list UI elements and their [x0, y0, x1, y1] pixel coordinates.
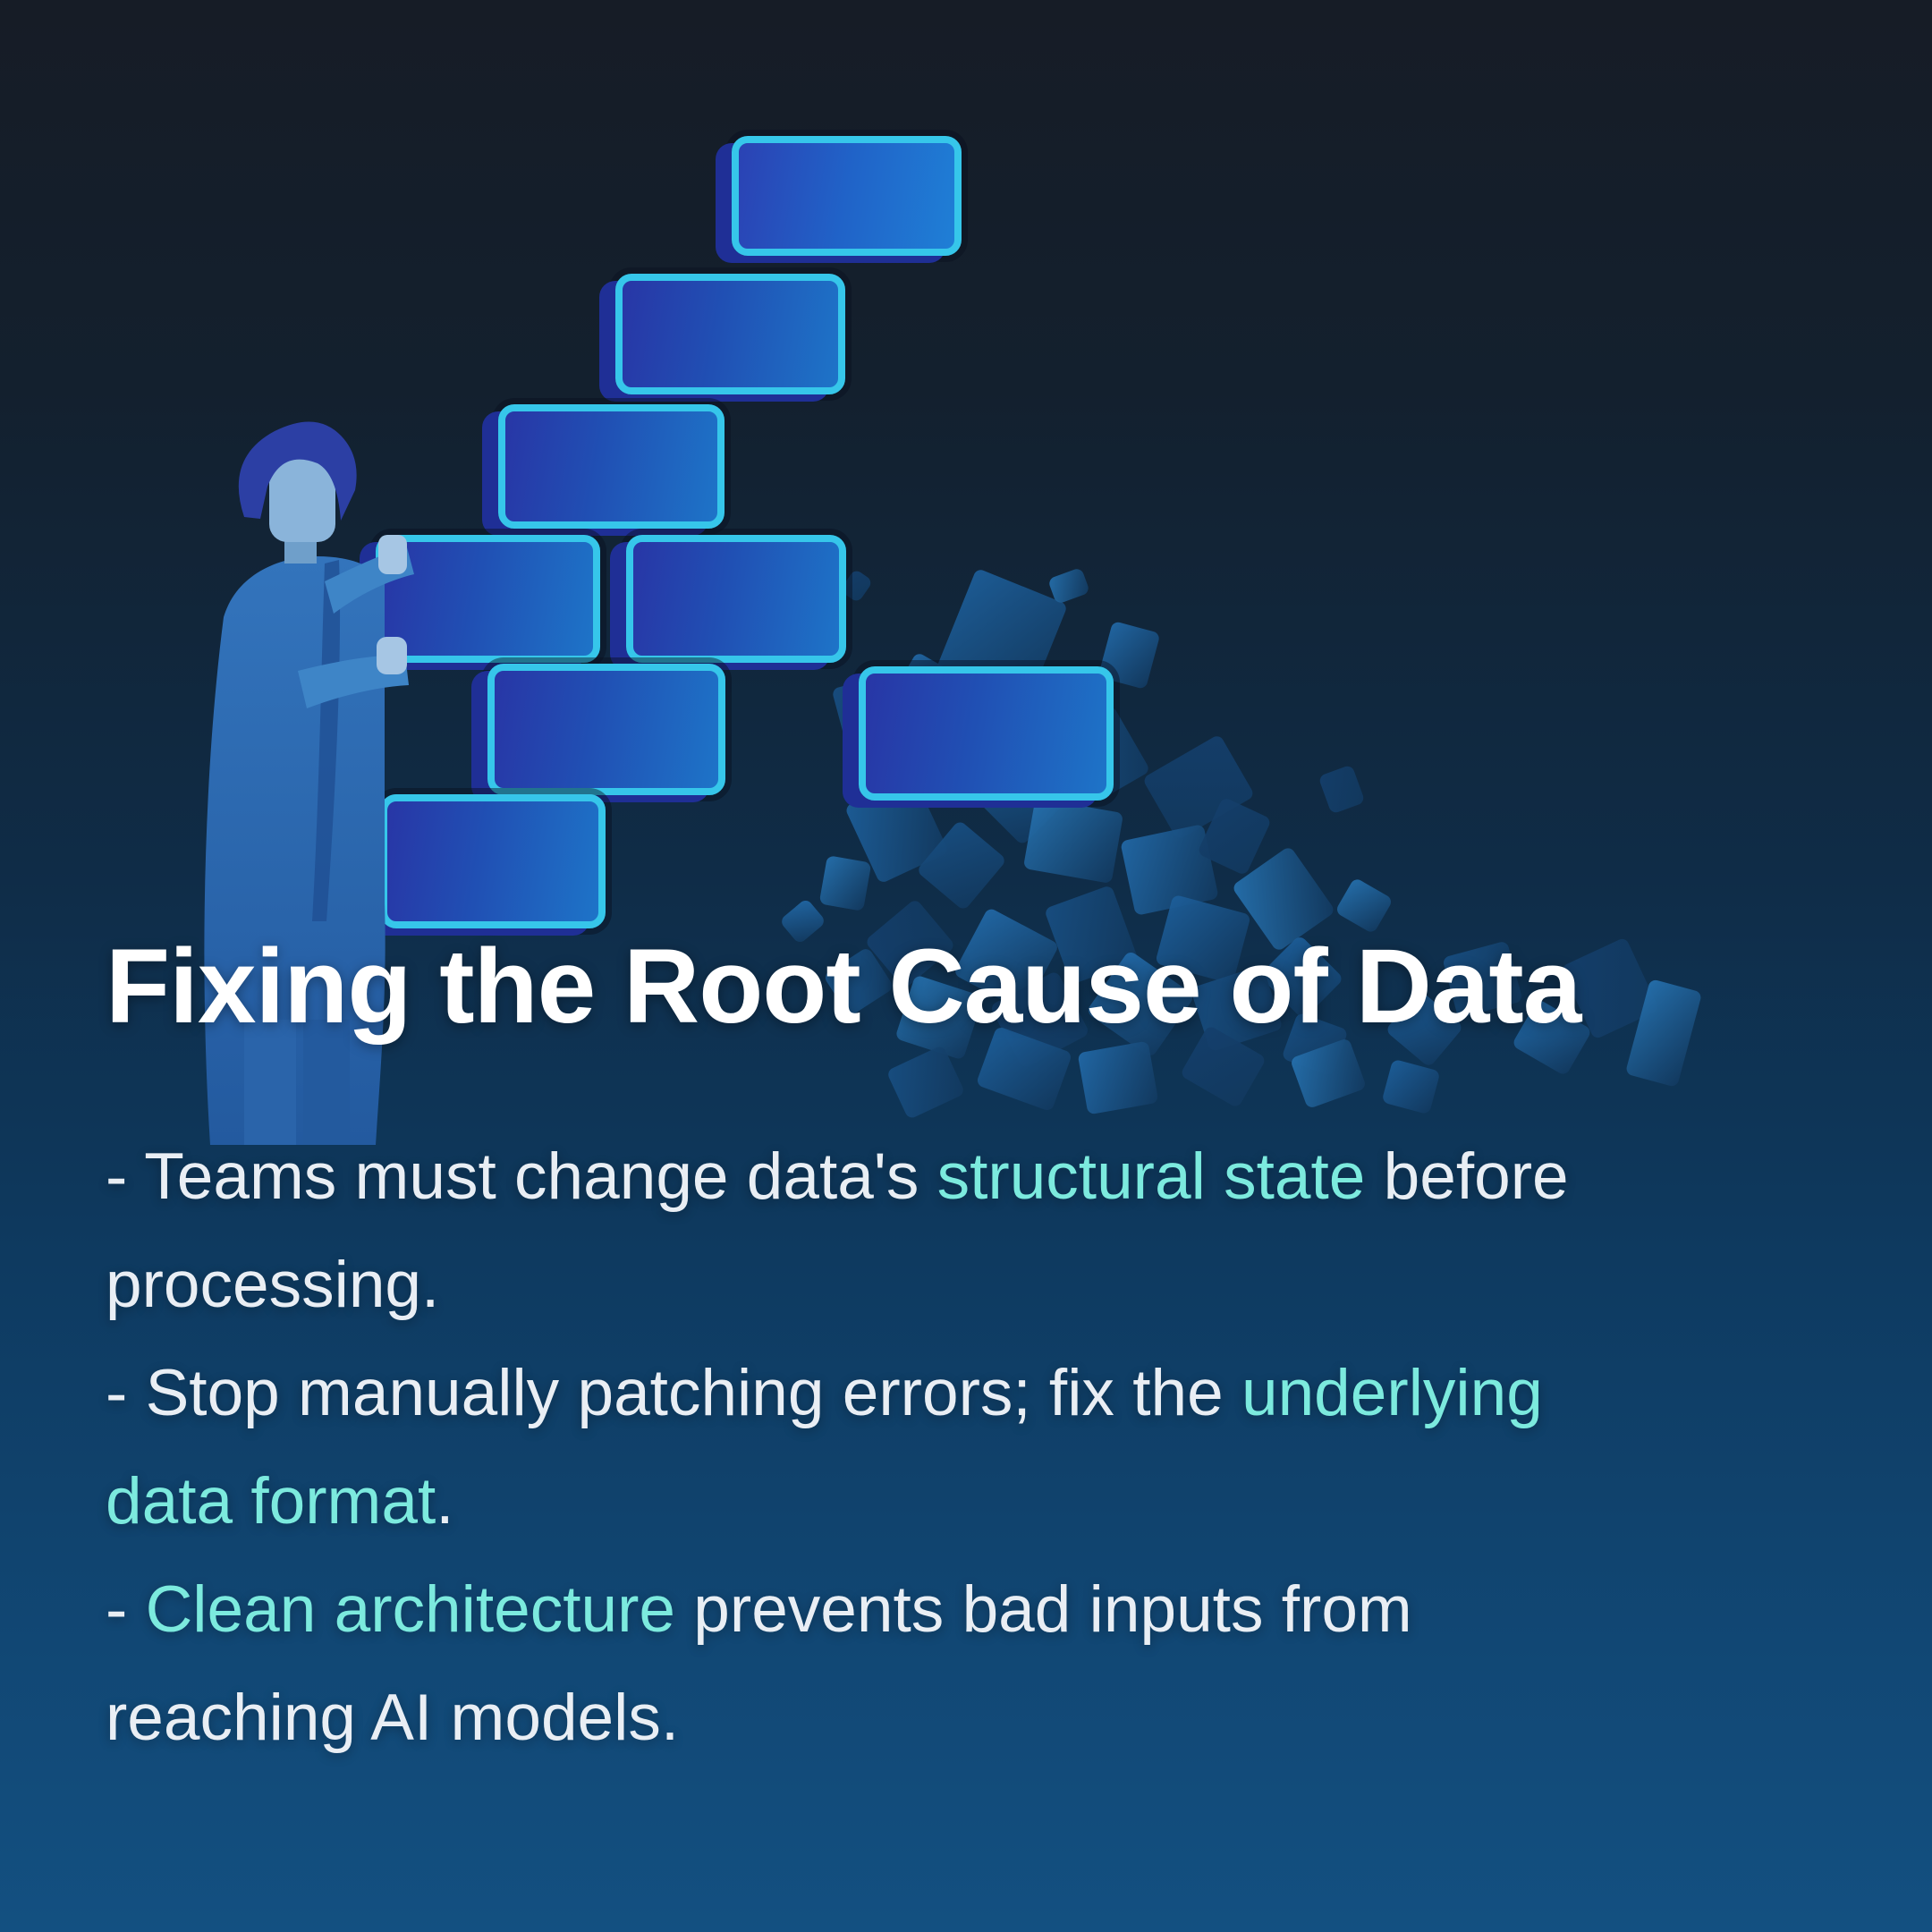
person-hand: [377, 637, 407, 674]
brick-block: [380, 794, 606, 928]
person-face: [269, 453, 335, 542]
brick-block: [859, 666, 1114, 801]
brick-block: [732, 136, 962, 256]
brick-block: [498, 404, 724, 529]
bullet-line: reaching AI models.: [106, 1664, 1825, 1772]
person-builder-illustration: [204, 421, 414, 1145]
body-text: .: [436, 1465, 454, 1538]
rubble-piece: [1381, 1058, 1441, 1115]
rubble-piece: [818, 855, 872, 911]
brick-block: [626, 535, 846, 663]
rubble-piece: [1022, 797, 1124, 885]
brick-block: [615, 274, 845, 394]
body-text: - Stop manually patching errors; fix the: [106, 1357, 1241, 1429]
page-title: Fixing the Root Cause of Data: [106, 928, 1581, 1046]
bullet-line: data format.: [106, 1447, 1825, 1555]
body-text: -: [106, 1573, 146, 1646]
brick-block: [376, 535, 600, 663]
person-hand: [378, 535, 407, 574]
highlight-text: Clean architecture: [145, 1573, 676, 1646]
highlight-text: data format: [106, 1465, 436, 1538]
bullet-line: processing.: [106, 1231, 1825, 1339]
person-leg: [303, 1020, 350, 1145]
person-body: [204, 556, 386, 1145]
bullet-list: - Teams must change data's structural st…: [106, 1123, 1825, 1772]
bullet-line: - Teams must change data's structural st…: [106, 1123, 1825, 1231]
rubble-piece: [1318, 764, 1366, 815]
person-jacket-seam: [312, 560, 341, 921]
body-text: before: [1365, 1140, 1569, 1213]
highlight-text: structural state: [936, 1140, 1366, 1213]
body-text: prevents bad inputs from: [675, 1573, 1412, 1646]
bullet-line: - Clean architecture prevents bad inputs…: [106, 1555, 1825, 1664]
highlight-text: underlying: [1241, 1357, 1543, 1429]
body-text: - Teams must change data's: [106, 1140, 937, 1213]
rubble-piece: [1047, 567, 1090, 605]
person-leg: [244, 1020, 296, 1145]
body-text: processing.: [106, 1249, 440, 1321]
brick-block: [487, 664, 725, 795]
bullet-line: - Stop manually patching errors; fix the…: [106, 1339, 1825, 1447]
person-hair: [238, 421, 357, 521]
body-text: reaching AI models.: [106, 1682, 680, 1754]
